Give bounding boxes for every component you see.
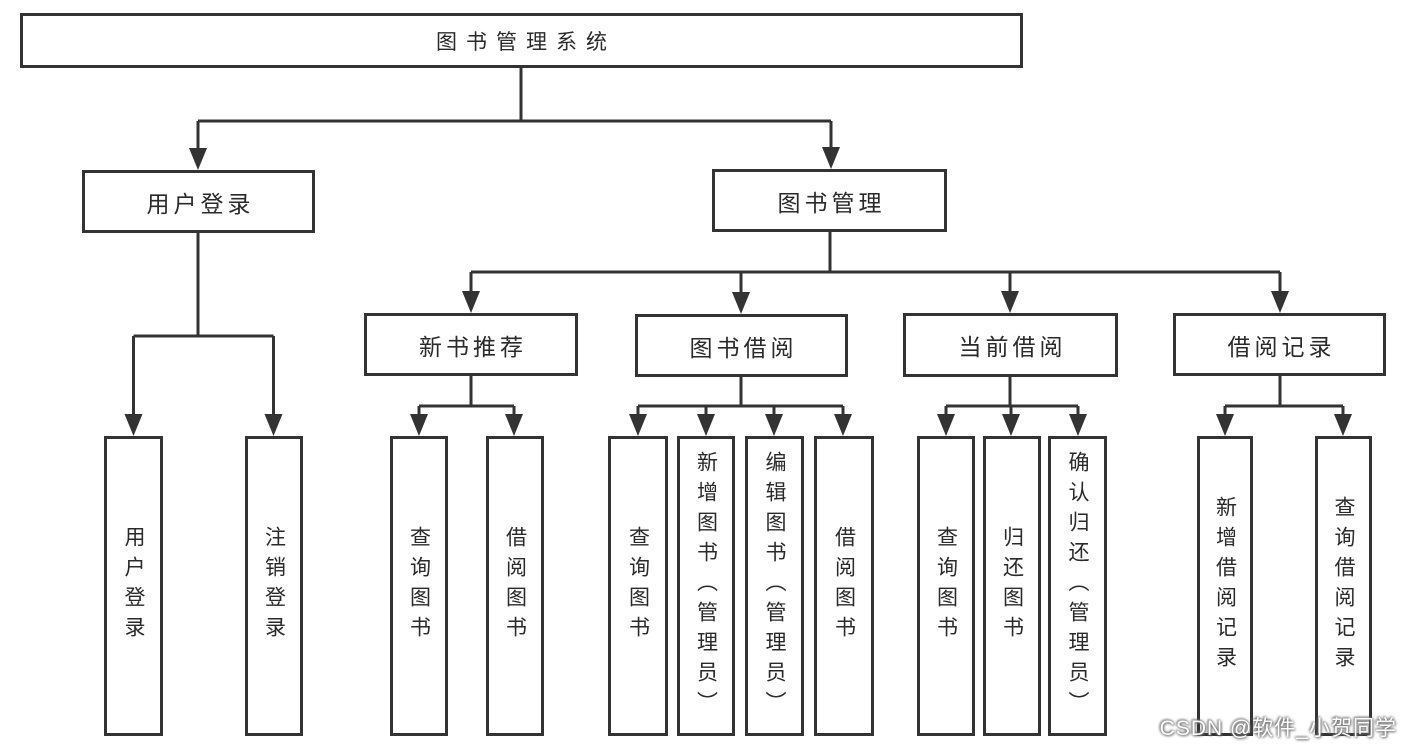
leaf-query-books-borrowing: 查询图书	[608, 436, 668, 736]
node-library-system-label: 图书管理系统	[436, 30, 616, 54]
node-current-borrowing-label: 当前借阅	[958, 334, 1067, 360]
leaf-add-books-admin-label: 新增图书（管理员）	[694, 451, 718, 721]
node-book-management: 图书管理	[712, 169, 947, 232]
csdn-watermark: CSDN @软件_小贺同学	[1159, 717, 1397, 740]
leaf-return-books-label: 归还图书	[1000, 526, 1024, 646]
leaf-logout: 注销登录	[245, 436, 303, 736]
leaf-user-login: 用户登录	[104, 436, 163, 736]
node-borrowing-records-label: 借阅记录	[1227, 333, 1336, 360]
leaf-query-books-current: 查询图书	[917, 436, 975, 736]
leaf-borrow-books-recommend-label: 借阅图书	[503, 526, 527, 646]
node-book-management-label: 图书管理	[777, 189, 886, 216]
node-new-book-recommend: 新书推荐	[364, 313, 578, 376]
leaf-borrow-books-label: 借阅图书	[832, 526, 856, 646]
node-user-login-label: 用户登录	[146, 190, 255, 217]
leaf-edit-books-admin: 编辑图书（管理员）	[745, 436, 804, 736]
leaf-user-login-label: 用户登录	[122, 526, 145, 646]
leaf-return-books: 归还图书	[983, 436, 1041, 736]
leaf-query-borrow-record-label: 查询借阅记录	[1332, 496, 1355, 676]
leaf-query-books-current-label: 查询图书	[934, 526, 958, 646]
leaf-add-books-admin: 新增图书（管理员）	[677, 436, 735, 736]
leaf-confirm-return-admin-label: 确认归还（管理员）	[1066, 451, 1089, 721]
leaf-query-books-borrowing-label: 查询图书	[626, 526, 650, 646]
node-borrowing-records: 借阅记录	[1173, 313, 1386, 376]
node-current-borrowing: 当前借阅	[903, 313, 1118, 377]
node-new-book-recommend-label: 新书推荐	[419, 333, 527, 360]
leaf-query-books-recommend-label: 查询图书	[407, 526, 431, 646]
node-book-borrowing: 图书借阅	[635, 314, 848, 377]
node-library-system: 图书管理系统	[20, 13, 1023, 68]
leaf-query-borrow-record: 查询借阅记录	[1315, 436, 1372, 736]
leaf-edit-books-admin-label: 编辑图书（管理员）	[763, 451, 786, 721]
leaf-borrow-books: 借阅图书	[814, 436, 874, 736]
node-user-login: 用户登录	[82, 170, 315, 233]
leaf-confirm-return-admin: 确认归还（管理员）	[1048, 436, 1107, 736]
leaf-add-borrow-record-label: 新增借阅记录	[1213, 496, 1237, 676]
leaf-query-books-recommend: 查询图书	[390, 436, 448, 736]
leaf-borrow-books-recommend: 借阅图书	[486, 436, 544, 736]
node-book-borrowing-label: 图书借阅	[689, 334, 798, 361]
leaf-logout-label: 注销登录	[262, 526, 286, 646]
leaf-add-borrow-record: 新增借阅记录	[1197, 436, 1253, 736]
